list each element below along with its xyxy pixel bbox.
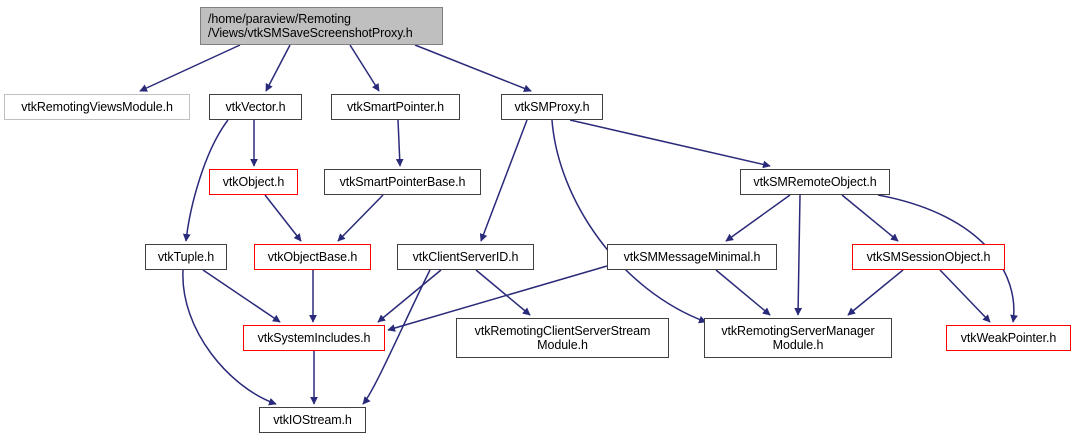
- graph-edge-remoteobj-to-sessionobj: [841, 194, 899, 242]
- graph-edge-msgmin-to-sysinc: [387, 265, 608, 332]
- graph-node-smproxy[interactable]: vtkSMProxy.h: [501, 94, 603, 120]
- graph-edge-tuple-to-sysinc: [202, 269, 281, 323]
- graph-edge-tuple-to-iostream: [182, 269, 277, 406]
- graph-node-smartptrb[interactable]: vtkSmartPointerBase.h: [324, 169, 481, 195]
- graph-edge-object-to-objectbase: [264, 194, 302, 242]
- graph-edge-sessionobj-to-srvmgrmod: [847, 269, 904, 316]
- graph-edge-msgmin-to-srvmgrmod: [715, 269, 771, 316]
- graph-edge-vector-to-tuple: [182, 119, 229, 242]
- graph-node-root[interactable]: /home/paraview/Remoting /Views/vtkSMSave…: [200, 7, 443, 45]
- graph-edge-remoteobj-to-srvmgrmod: [794, 194, 803, 316]
- graph-node-remoteobj[interactable]: vtkSMRemoteObject.h: [740, 169, 890, 195]
- graph-edge-csid-to-sysinc: [377, 269, 442, 323]
- graph-edge-smproxy-to-csid: [479, 119, 528, 242]
- graph-node-vector[interactable]: vtkVector.h: [209, 94, 302, 120]
- graph-edge-smartptrb-to-objectbase: [337, 194, 384, 242]
- graph-node-objectbase[interactable]: vtkObjectBase.h: [254, 244, 371, 270]
- graph-node-iostream[interactable]: vtkIOStream.h: [259, 407, 366, 433]
- graph-node-srvmgrmod[interactable]: vtkRemotingServerManager Module.h: [704, 318, 892, 358]
- graph-edge-smproxy-to-remoteobj: [569, 119, 771, 169]
- graph-edge-root-to-vector: [265, 44, 291, 92]
- graph-edge-root-to-smproxy: [414, 44, 532, 93]
- graph-edge-remoteobj-to-msgmin: [725, 194, 791, 242]
- graph-node-viewsmod[interactable]: vtkRemotingViewsModule.h: [4, 94, 190, 120]
- graph-node-weakptr[interactable]: vtkWeakPointer.h: [946, 325, 1071, 351]
- graph-node-tuple[interactable]: vtkTuple.h: [145, 244, 227, 270]
- graph-node-sysinc[interactable]: vtkSystemIncludes.h: [243, 325, 385, 351]
- graph-edge-root-to-smartptr: [349, 44, 380, 92]
- graph-node-sessionobj[interactable]: vtkSMSessionObject.h: [852, 244, 1005, 270]
- graph-edge-sessionobj-to-weakptr: [939, 269, 991, 323]
- graph-node-csstreammod[interactable]: vtkRemotingClientServerStream Module.h: [456, 318, 669, 358]
- graph-node-msgmin[interactable]: vtkSMMessageMinimal.h: [607, 244, 777, 270]
- graph-node-smartptr[interactable]: vtkSmartPointer.h: [331, 94, 460, 120]
- graph-edge-smproxy-to-srvmgrmod: [551, 119, 707, 324]
- graph-edge-root-to-viewsmod: [139, 44, 241, 92]
- graph-node-csid[interactable]: vtkClientServerID.h: [397, 244, 534, 270]
- graph-node-object[interactable]: vtkObject.h: [209, 169, 298, 195]
- graph-edge-csid-to-iostream: [362, 269, 431, 405]
- graph-edge-smartptr-to-smartptrb: [395, 119, 404, 167]
- graph-edge-csid-to-csstreammod: [475, 269, 531, 316]
